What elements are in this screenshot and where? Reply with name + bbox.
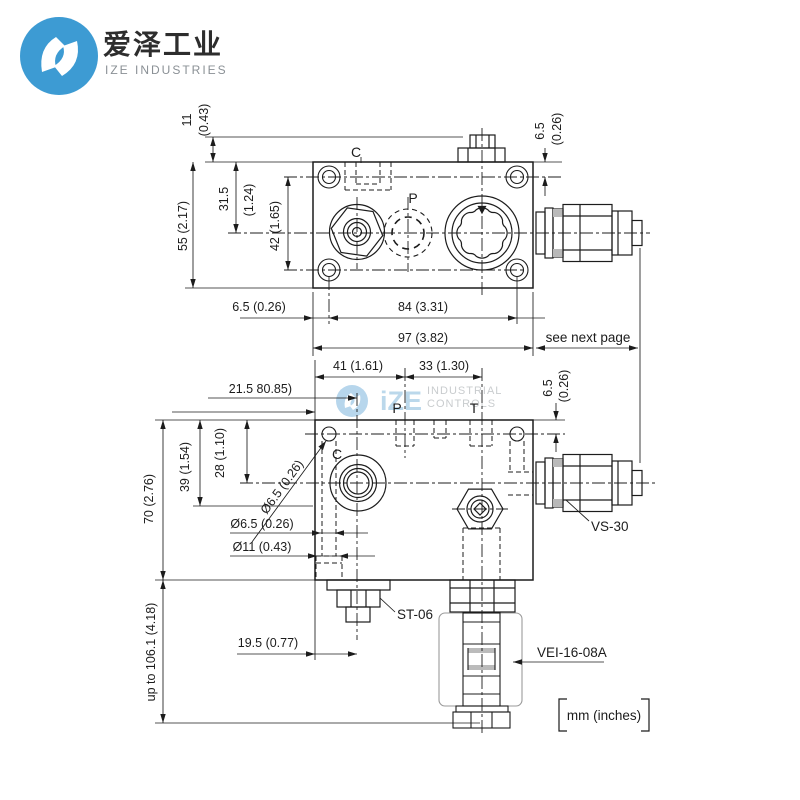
dim-6-5-front: 6.5 — [541, 379, 555, 396]
top-view-arrows — [190, 137, 638, 351]
dim-21-5: 21.5 80.85) — [229, 382, 292, 396]
hidden-c-recess — [344, 162, 392, 191]
dim-6-5-right-in: (0.26) — [550, 113, 564, 146]
dim-33: 33 (1.30) — [419, 359, 469, 373]
dim-84: 84 (3.31) — [398, 300, 448, 314]
port-label-t-front: T — [470, 400, 479, 416]
label-vei-16-08a: VEI-16-08A — [537, 645, 607, 660]
dim-19-5: 19.5 (0.77) — [238, 636, 298, 650]
port-label-p-front: P — [392, 400, 401, 416]
watermark-logo-icon — [336, 385, 368, 417]
watermark-line2: CONTROLS — [427, 398, 496, 410]
dim-31-5: 31.5 — [217, 187, 231, 211]
top-view-valve-body — [312, 161, 534, 289]
logo-mark-icon — [20, 17, 98, 95]
dim-6-5-front-in: (0.26) — [557, 370, 571, 403]
front-view-dimension-lines — [155, 360, 604, 724]
cartridge-ghost-body — [438, 612, 523, 707]
units-text: mm (inches) — [567, 708, 641, 723]
top-view-dimension-lines — [185, 136, 641, 463]
company-logo: 爱泽工业 IZE INDUSTRIES — [20, 17, 228, 95]
dim-28: 28 (1.10) — [213, 428, 227, 478]
st06-fitting — [326, 579, 391, 623]
mounting-holes — [317, 165, 529, 282]
front-view: 41 (1.61) 33 (1.30) 21.5 80.85) 6.5 (0.2… — [142, 359, 658, 735]
dia-11: Ø11 (0.43) — [233, 540, 292, 554]
top-view: 11 (0.43) 55 (2.17) 31.5 (1.24) 42 (1.65… — [176, 104, 650, 463]
dim-97: 97 (3.82) — [398, 331, 448, 345]
label-st06: ST-06 — [397, 607, 433, 622]
dim-31-5-in: (1.24) — [242, 184, 256, 217]
port-label-c-front: C — [332, 446, 342, 462]
brand-name-en: IZE INDUSTRIES — [105, 63, 228, 77]
dim-6-5-right: 6.5 — [533, 122, 547, 139]
port-label-p-top: P — [408, 190, 417, 206]
dim-6-5-bottom: 6.5 (0.26) — [232, 300, 286, 314]
see-next-page-note: see next page — [546, 330, 631, 345]
dim-up-to-106: up to 106.1 (4.18) — [144, 603, 158, 702]
watermark-word: iZE — [380, 386, 422, 416]
centerlines — [228, 128, 650, 324]
dia-6-5: Ø6.5 (0.26) — [230, 517, 293, 531]
units-note: mm (inches) — [558, 698, 650, 732]
dim-39: 39 (1.54) — [178, 442, 192, 492]
dim-41: 41 (1.61) — [333, 359, 383, 373]
port-label-c-top: C — [351, 144, 361, 160]
logo-swirl-icon — [41, 37, 65, 72]
front-hidden-lines — [315, 420, 533, 580]
dim-11: 11 — [180, 113, 194, 126]
dim-42: 42 (1.65) — [268, 201, 282, 251]
watermark-swirl2-icon — [350, 395, 361, 410]
front-centerlines — [240, 368, 658, 735]
label-vs30: VS-30 — [591, 519, 629, 534]
dim-70: 70 (2.76) — [142, 474, 156, 524]
front-view-valve-body — [314, 419, 534, 581]
watermark-line1: INDUSTRIAL — [427, 385, 502, 397]
vei-cartridge — [438, 579, 523, 729]
front-view-arrows — [160, 374, 559, 723]
logo-swirl2-icon — [54, 41, 78, 76]
dim-11-in: (0.43) — [197, 104, 211, 137]
dia-6-5-leader: Ø6.5 (0.26) — [258, 457, 306, 516]
top-fitting — [457, 134, 506, 163]
dim-55: 55 (2.17) — [176, 201, 190, 251]
brand-name-zh: 爱泽工业 — [103, 29, 223, 60]
